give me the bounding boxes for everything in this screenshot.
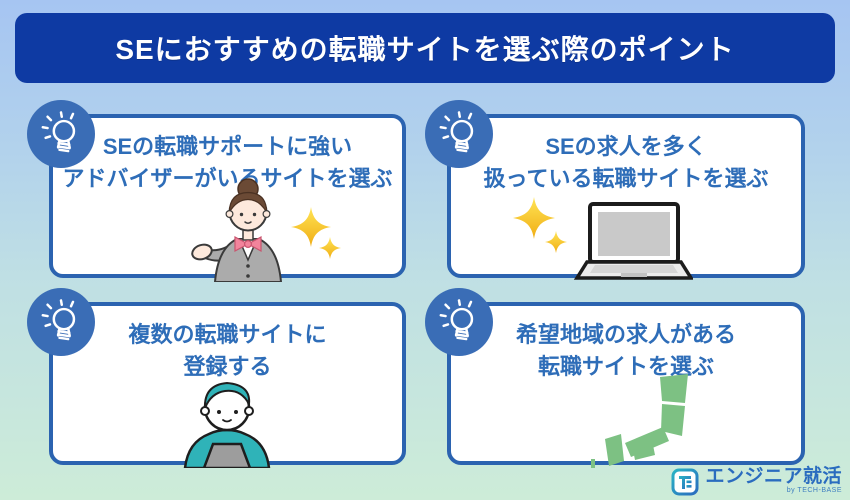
japan-map-illustration: [591, 374, 688, 468]
page-title: SEにおすすめの転職サイトを選ぶ際のポイント: [115, 34, 735, 65]
lightbulb-icon: [41, 299, 76, 341]
card-line1: SEの転職サポートに強い: [102, 134, 353, 159]
advisor-woman-illustration: [191, 178, 283, 282]
logo-name: エンジニア就活: [705, 466, 842, 488]
lightbulb-badge: [425, 288, 493, 356]
lightbulb-badge: [425, 100, 493, 168]
card-text: 複数の転職サイトに 登録する: [53, 319, 402, 383]
sparkle-icon: [513, 197, 567, 253]
card-text: 希望地域の求人がある 転職サイトを選ぶ: [451, 319, 801, 383]
card-line1: 希望地域の求人がある: [515, 322, 736, 347]
card-line2: 登録する: [183, 353, 272, 379]
point-card-register-multiple: 複数の転職サイトに 登録する: [27, 288, 406, 468]
lightbulb-badge: [27, 288, 95, 356]
sparkle-icon: [291, 207, 341, 259]
logo-byline: by TECH-BASE: [786, 487, 842, 495]
logo-text: エンジニア就活 by TECH-BASE: [705, 467, 842, 496]
point-card-advisor: SEの転職サポートに強い アドバイザーがいるサイトを選ぶ: [27, 100, 406, 282]
card-line2: アドバイザーがいるサイトを選ぶ: [62, 165, 393, 191]
person-laptop-illustration: [183, 381, 271, 468]
lightbulb-badge: [27, 100, 95, 168]
title-banner: SEにおすすめの転職サイトを選ぶ際のポイント: [15, 13, 835, 83]
card-line2: 扱っている転職サイトを選ぶ: [483, 165, 769, 191]
card-text: SEの転職サポートに強い アドバイザーがいるサイトを選ぶ: [53, 131, 402, 195]
brand-logo: エンジニア就活 by TECH-BASE: [671, 467, 846, 496]
point-card-region: 希望地域の求人がある 転職サイトを選ぶ: [425, 288, 805, 468]
logo-te-icon: [671, 468, 699, 496]
card-text: SEの求人を多く 扱っている転職サイトを選ぶ: [451, 131, 801, 195]
card-line1: 複数の転職サイトに: [128, 322, 327, 347]
lightbulb-icon: [439, 111, 474, 153]
laptop-illustration: [573, 202, 693, 280]
lightbulb-icon: [41, 111, 76, 153]
point-card-many-jobs: SEの求人を多く 扱っている転職サイトを選ぶ: [425, 100, 805, 280]
lightbulb-icon: [439, 299, 474, 341]
card-line1: SEの求人を多く: [545, 134, 707, 159]
